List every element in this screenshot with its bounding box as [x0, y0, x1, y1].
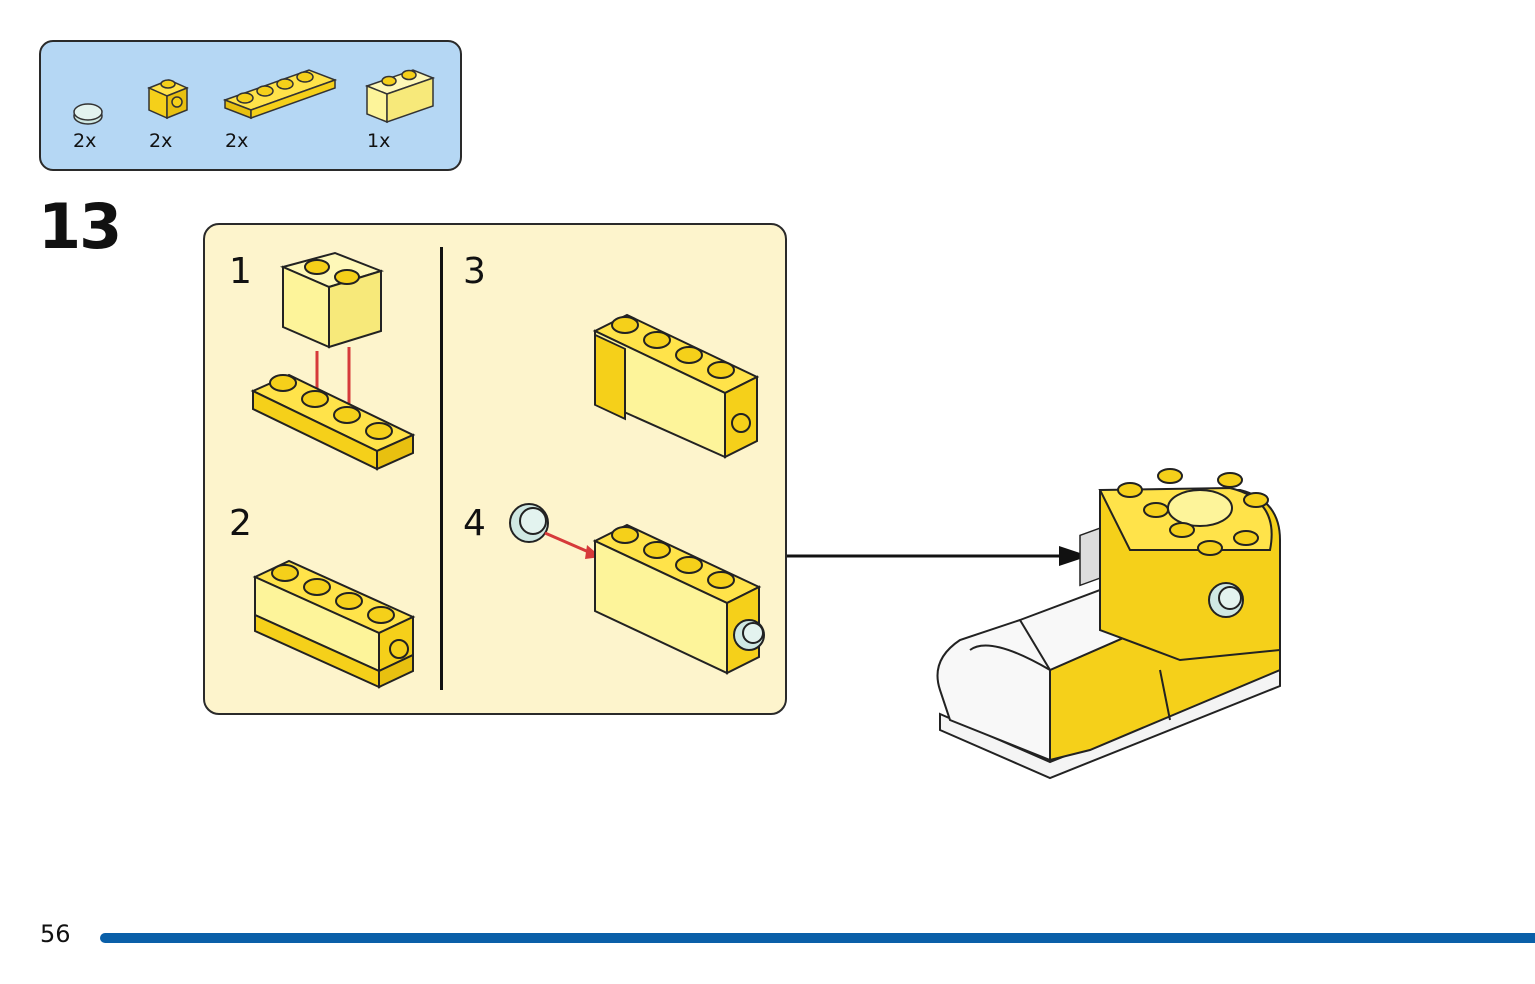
- substep-2-illustration: [252, 559, 416, 689]
- substep-4-illustration: [509, 503, 765, 675]
- page-number: 56: [40, 920, 71, 948]
- round-tile-1x1-icon: [73, 103, 103, 125]
- plate-1x4-icon: [222, 69, 338, 120]
- page-footer-bar: [100, 933, 1535, 943]
- substep-number: 3: [463, 251, 486, 292]
- substep-number: 2: [229, 503, 252, 544]
- substep-1-illustration: [250, 251, 416, 471]
- panel-divider: [440, 247, 443, 690]
- bracket-1x1-icon: [147, 79, 189, 120]
- substep-3-illustration: [592, 313, 760, 459]
- part-qty: 2x: [149, 130, 173, 152]
- part-qty: 1x: [367, 130, 391, 152]
- brick-1x2-icon: [364, 69, 436, 124]
- shoe-model-illustration: [936, 468, 1281, 780]
- step-number: 13: [38, 190, 122, 263]
- part-qty: 2x: [225, 130, 249, 152]
- parts-list-box: 2x 2x 2x 1x: [39, 40, 462, 171]
- part-qty: 2x: [73, 130, 97, 152]
- sub-assembly-panel: 1 2 3 4: [203, 223, 787, 715]
- substep-number: 1: [229, 251, 252, 292]
- assembly-arrow: [787, 546, 1089, 566]
- substep-number: 4: [463, 503, 486, 544]
